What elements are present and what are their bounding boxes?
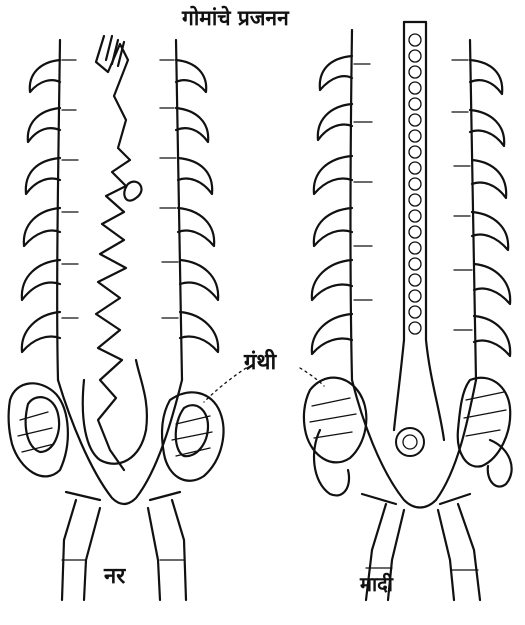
male-belt [66,492,180,500]
gland-label: ग्रंथी [244,346,276,376]
gland-pointer-right [300,368,324,386]
female-body [304,22,512,600]
gland-pointer-left [204,368,246,402]
female-right-wall [470,40,476,380]
male-left-wall [57,40,60,380]
male-body [9,36,224,600]
male-left-tail [62,500,100,600]
male-label: नर [104,560,125,590]
female-label: मादी [360,570,393,597]
male-left-ribs [22,60,60,352]
female-belt [362,494,470,504]
male-coiled-gut [96,36,130,470]
male-right-tail [148,500,186,600]
female-tube-right [426,22,444,440]
female-glands [304,378,512,496]
male-sac [83,360,147,464]
female-tube-left [394,22,404,430]
female-spermatheca [396,428,424,456]
male-gut-loop [124,182,141,201]
female-right-tail [438,504,480,600]
male-gut-strands [106,36,124,66]
female-right-ribs [470,60,510,356]
male-right-ribs [176,60,218,352]
diagram-title: गोमांचे प्रजनन [182,4,289,32]
female-left-wall [351,30,353,380]
male-lower-body [58,380,182,504]
female-left-ribs [312,56,352,354]
female-eggs [409,34,421,334]
male-right-wall [176,40,182,380]
